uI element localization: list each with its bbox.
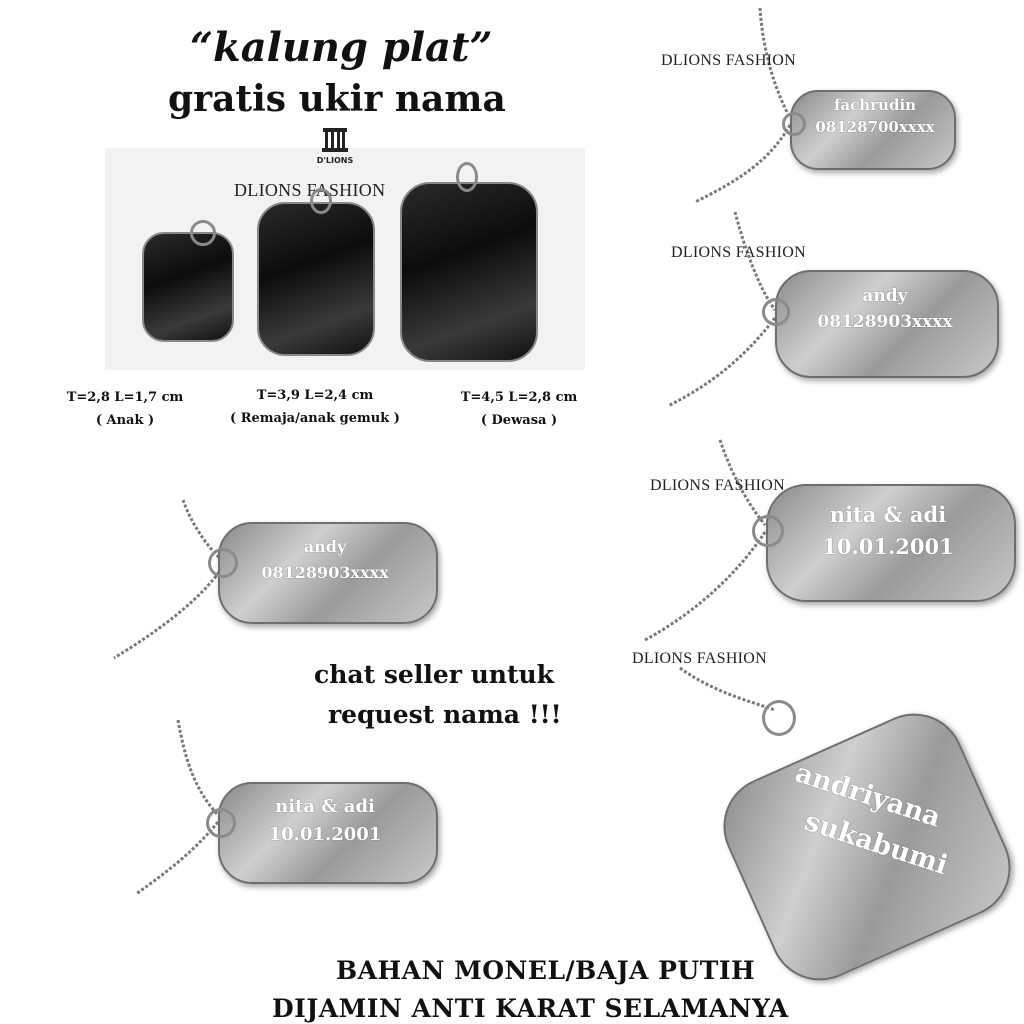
chain-fachrudin-top (758, 7, 792, 119)
chain-andy-right-bottom (667, 317, 777, 408)
watermark-fachrudin: DLIONS FASHION (661, 52, 797, 69)
tag-nita-right-line1: nita & adi (829, 502, 947, 527)
tag-nita-left-line1: nita & adi (275, 796, 375, 817)
tag-nita-left (218, 782, 438, 884)
tag-nita-right (766, 484, 1016, 602)
chain-andy-left-bottom (113, 567, 224, 660)
subtitle: gratis ukir nama (168, 78, 506, 120)
footer-line1: BAHAN MONEL/BAJA PUTIH (336, 956, 756, 985)
title: “kalung plat” (190, 24, 493, 71)
ring-andriyana (762, 700, 796, 736)
logo-label: D'LIONS (316, 156, 354, 165)
tag-andy-right (775, 270, 999, 378)
chain-nita-left-bottom (135, 821, 220, 896)
plate-small (142, 232, 234, 342)
size-label-anak: ( Anak ) (95, 413, 155, 428)
ring-fachrudin (782, 112, 806, 136)
ring-small (190, 220, 216, 246)
tag-fachrudin (790, 90, 956, 170)
ring-nita-right (752, 515, 784, 547)
tag-andy-left-line1: andy (303, 537, 347, 556)
promo-line2: request nama !!! (328, 700, 562, 729)
promo-line1: chat seller untuk (314, 660, 555, 689)
tag-andy-left (218, 522, 438, 624)
tag-fachrudin-line1: fachrudin (833, 96, 917, 114)
tag-fachrudin-line2: 08128700xxxx (815, 118, 935, 136)
logo: D'LIONS (313, 124, 357, 165)
ring-nita-left (206, 808, 236, 838)
chain-fachrudin-bottom (694, 124, 792, 204)
size-label-remaja: ( Remaja/anak gemuk ) (230, 411, 400, 426)
ring-medium (310, 188, 332, 214)
tag-andy-left-line2: 08128903xxxx (261, 563, 389, 582)
tag-nita-right-line2: 10.01.2001 (822, 534, 954, 559)
tag-andy-right-line1: andy (862, 286, 908, 306)
lion-column-icon (322, 128, 348, 152)
watermark-andriyana: DLIONS FASHION (632, 650, 768, 667)
chain-nita-right-bottom (644, 531, 767, 642)
watermark: DLIONS FASHION (234, 180, 386, 200)
ring-andy-right (762, 298, 790, 326)
watermark-nita-right: DLIONS FASHION (650, 477, 786, 494)
size-dims-dewasa: T=4,5 L=2,8 cm (460, 390, 578, 405)
tag-nita-left-line2: 10.01.2001 (268, 824, 382, 845)
plate-large (400, 182, 538, 362)
footer-line2: DIJAMIN ANTI KARAT SELAMANYA (272, 994, 789, 1023)
size-dims-remaja: T=3,9 L=2,4 cm (256, 388, 374, 403)
tag-andy-right-line2: 08128903xxxx (817, 312, 953, 332)
chain-nita-left-top (176, 719, 220, 817)
watermark-andy-right: DLIONS FASHION (671, 244, 807, 261)
ring-andy-left (208, 548, 238, 578)
chain-andriyana-top (679, 666, 776, 712)
size-dims-anak: T=2,8 L=1,7 cm (66, 390, 184, 405)
ring-large (456, 162, 478, 192)
size-label-dewasa: ( Dewasa ) (480, 413, 558, 428)
